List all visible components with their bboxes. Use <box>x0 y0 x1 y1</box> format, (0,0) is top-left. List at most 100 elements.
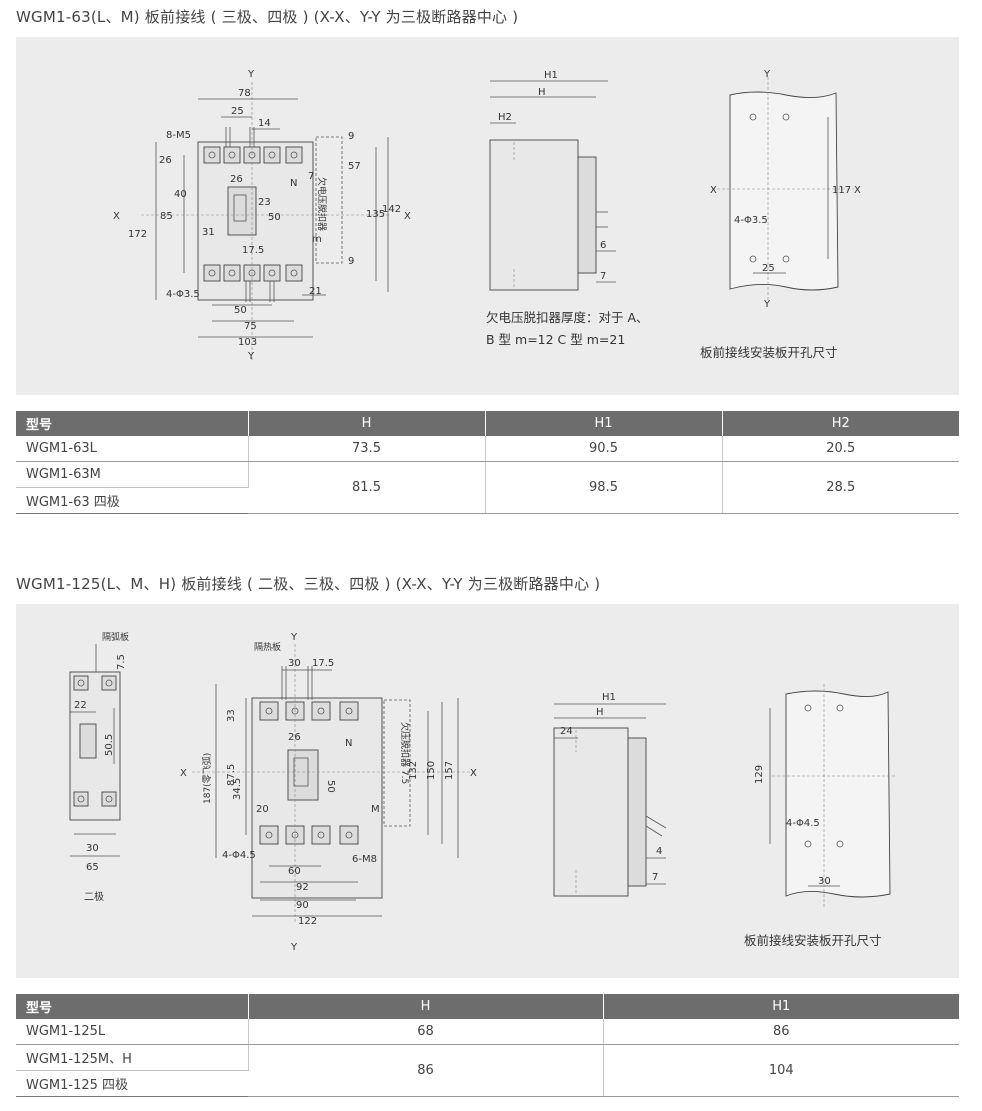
side-dim-h2: H2 <box>498 112 512 123</box>
section1-title: WGM1-63(L、M) 板前接线 ( 三极、四极 ) (X-X、Y-Y 为三极… <box>16 8 519 26</box>
cutout125-dim-4-phi4-5: 4-Φ4.5 <box>786 818 820 829</box>
tp-dim-7-5: 7.5 <box>116 654 127 670</box>
dim-135: 135 <box>366 209 385 220</box>
dim-4-phi3-5: 4-Φ3.5 <box>166 289 200 300</box>
cutout-dim-4-phi3-5: 4-Φ3.5 <box>734 215 768 226</box>
f125-dim-187: 187(零飞弧) <box>201 753 213 804</box>
wgm1-125-spec-table: 型号 H H1 WGM1-125L 68 86 WGM1-125M、H 86 1… <box>16 994 959 1097</box>
label-n: N <box>290 178 297 189</box>
dim-9-bottom: 9 <box>348 256 354 267</box>
front125-y-bottom: Y <box>290 942 298 953</box>
col-header-model: 型号 <box>16 994 249 1019</box>
side-view-125: H1 H 24 4 7 <box>553 692 667 897</box>
dim-14: 14 <box>258 118 271 129</box>
cell-model: WGM1-125 四极 <box>16 1070 248 1097</box>
front125-x-right: X <box>470 768 477 779</box>
cutout-dim-117: 117 <box>832 185 851 196</box>
f125-dim-26: 26 <box>288 732 301 743</box>
side-dim-h1: H1 <box>544 70 558 81</box>
dim-7: 7 <box>308 171 314 182</box>
f125-dim-34-5: 34.5 <box>232 778 243 800</box>
cell-model: WGM1-63 四极 <box>16 487 248 514</box>
section2-title: WGM1-125(L、M、H) 板前接线 ( 二极、三极、四极 ) (X-X、Y… <box>16 575 601 593</box>
section1-drawing-panel: Y Y X X 78 25 14 8-M5 9 26 26 N 7 57 40 … <box>16 37 959 395</box>
cell-h1: 90.5 <box>485 436 723 462</box>
cell-h1: 98.5 <box>485 461 723 514</box>
cell-h2: 28.5 <box>722 461 959 514</box>
side-dim-7: 7 <box>600 271 606 282</box>
wgm1-125-dimension-drawing: 隔弧板 7.5 22 50.5 30 65 二极 <box>69 631 896 953</box>
tp-dim-65: 65 <box>86 862 99 873</box>
cell-h1: 104 <box>603 1044 959 1097</box>
label-heat-shield: 隔热板 <box>254 641 281 653</box>
front-view: Y Y X X 78 25 14 8-M5 9 26 26 N 7 57 40 … <box>113 69 411 362</box>
dim-25: 25 <box>231 106 244 117</box>
undervoltage-thickness-note-line1: 欠电压脱扣器厚度：对于 A、 <box>486 310 649 325</box>
dim-142: 142 <box>382 204 401 215</box>
dim-40: 40 <box>174 189 187 200</box>
f125-dim-4-phi4-5: 4-Φ4.5 <box>222 850 256 861</box>
cell-model: WGM1-125L <box>16 1019 249 1045</box>
section2-drawing-panel: 隔弧板 7.5 22 50.5 30 65 二极 <box>16 604 959 978</box>
side125-dim-7: 7 <box>652 872 658 883</box>
f125-dim-90: 90 <box>296 900 309 911</box>
col-header-h1: H1 <box>485 411 723 436</box>
tp-dim-30: 30 <box>86 843 99 854</box>
f125-dim-60: 60 <box>288 866 301 877</box>
table-row: WGM1-125M、H 86 104 <box>16 1044 959 1097</box>
front-y-bottom-label: Y <box>247 351 255 362</box>
undervoltage-thickness-note-line2: B 型 m=12 C 型 m=21 <box>486 332 626 347</box>
col-header-h2: H2 <box>722 411 959 436</box>
dim-17-5: 17.5 <box>242 245 264 256</box>
cell-h: 81.5 <box>248 461 486 514</box>
dim-8-m5: 8-M5 <box>166 130 191 141</box>
side125-dim-4: 4 <box>656 846 662 857</box>
dim-50: 50 <box>268 212 281 223</box>
side125-dim-h: H <box>596 707 604 718</box>
table-row: WGM1-125 四极 <box>16 1070 959 1097</box>
f125-dim-17-5: 17.5 <box>312 658 334 669</box>
dim-85: 85 <box>160 211 173 222</box>
cell-model: WGM1-63M <box>16 461 249 488</box>
label-m: m <box>312 234 322 245</box>
front-x-left-label: X <box>113 211 120 222</box>
label-undervoltage-release: 欠电压脱扣器 <box>316 177 328 231</box>
dim-26-left: 26 <box>159 155 172 166</box>
dim-9-top: 9 <box>348 131 354 142</box>
cell-h2: 20.5 <box>722 436 959 462</box>
dim-75: 75 <box>244 321 257 332</box>
label-arc-barrier: 隔弧板 <box>102 631 129 643</box>
dim-23: 23 <box>258 197 271 208</box>
f125-dim-30: 30 <box>288 658 301 669</box>
cutout125-caption: 板前接线安装板开孔尺寸 <box>744 933 882 948</box>
f125-dim-6-m8: 6-M8 <box>352 854 377 865</box>
side125-dim-24: 24 <box>560 726 573 737</box>
cell-model: WGM1-125M、H <box>16 1044 249 1071</box>
f125-dim-33: 33 <box>226 709 237 722</box>
tp-dim-22: 22 <box>74 700 87 711</box>
cutout-y-bottom: Y <box>763 299 771 310</box>
cutout-view: Y Y X X 117 4-Φ3.5 25 <box>710 69 861 310</box>
wgm1-63-spec-table: 型号 H H1 H2 WGM1-63L 73.5 90.5 20.5 WGM1-… <box>16 411 959 514</box>
f125-dim-92: 92 <box>296 882 309 893</box>
f125-dim-132: 132 <box>408 761 419 780</box>
f125-label-n: N <box>345 738 352 749</box>
front125-y-top: Y <box>290 632 298 643</box>
f125-dim-50: 50 <box>325 780 336 793</box>
cell-h1: 86 <box>603 1019 959 1045</box>
dim-26-handle: 26 <box>230 174 243 185</box>
f125-dim-122: 122 <box>298 916 317 927</box>
wgm1-63-dimension-drawing: Y Y X X 78 25 14 8-M5 9 26 26 N 7 57 40 … <box>113 69 861 362</box>
twopole-label: 二极 <box>84 890 104 903</box>
dim-57: 57 <box>348 161 361 172</box>
front125-x-left: X <box>180 768 187 779</box>
front-x-right-label: X <box>404 211 411 222</box>
side-view: H1 H H2 6 7 <box>489 70 616 291</box>
side-dim-6: 6 <box>600 240 606 251</box>
cutout125-dim-129: 129 <box>754 765 765 784</box>
cutout-dim-25: 25 <box>762 263 775 274</box>
cutout125-dim-30: 30 <box>818 876 831 887</box>
cell-model: WGM1-63L <box>16 436 249 462</box>
f125-dim-150: 150 <box>426 761 437 780</box>
f125-dim-157: 157 <box>444 761 455 780</box>
